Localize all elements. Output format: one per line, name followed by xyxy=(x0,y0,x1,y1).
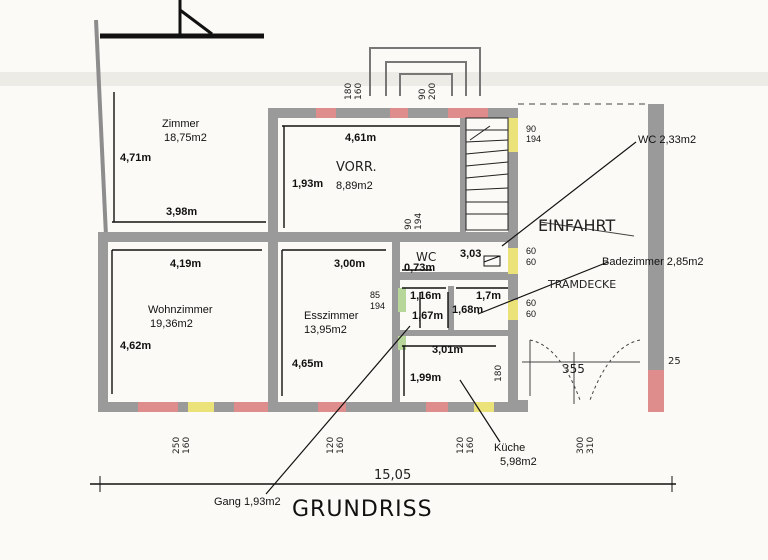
dim-zimmer-vertical: 4,71m xyxy=(120,152,152,164)
dim-wohnzimmer-horizontal: 4,19m xyxy=(170,258,202,270)
callout-gang: Gang 1,93m2 xyxy=(214,496,281,508)
callout-badezimmer: Badezimmer 2,85m2 xyxy=(602,256,704,268)
fixtures xyxy=(483,255,501,267)
dim-einfahrt-wall: 25 xyxy=(668,356,681,367)
room-area-zimmer: 18,75m2 xyxy=(164,132,207,144)
room-area-esszimmer: 13,95m2 xyxy=(304,324,347,336)
label-tramdecke: TRAMDECKE xyxy=(548,278,617,291)
driveway xyxy=(518,103,648,404)
room-name-wohnzimmer: Wohnzimmer xyxy=(148,304,213,316)
dim-esszimmer-vertical: 4,65m xyxy=(292,358,324,370)
dim-bad-a: 1,16m xyxy=(410,290,442,302)
callout-wc: WC 2,33m2 xyxy=(638,134,697,146)
dim-esszimmer-horizontal: 3,00m xyxy=(334,258,366,270)
dim-wc-b: 0,73m xyxy=(404,262,436,274)
dim-wohnzimmer-vertical: 4,62m xyxy=(120,340,152,352)
label-einfahrt: EINFAHRT xyxy=(538,216,616,235)
room-name-esszimmer: Esszimmer xyxy=(304,310,359,322)
room-name-wc: WC xyxy=(416,250,437,264)
room-name-zimmer: Zimmer xyxy=(162,118,200,130)
outer-wall-left-upper xyxy=(94,19,108,237)
dim-vorr-vertical: 1,93m xyxy=(292,178,324,190)
dimension-lines xyxy=(90,92,676,485)
room-area-vorr: 8,89m2 xyxy=(336,180,373,192)
overall-width: 15,05 xyxy=(374,468,412,483)
room-area-kueche: 5,98m2 xyxy=(500,456,537,468)
dim-bad-d: 1,7m xyxy=(476,290,502,302)
dim-kueche-horizontal: 3,01m xyxy=(432,344,464,356)
bottom-ticks xyxy=(99,476,673,492)
room-name-kueche: Küche xyxy=(494,442,526,454)
north-arrow-icon xyxy=(178,0,213,36)
staircase xyxy=(465,117,509,231)
dim-einfahrt-width: 355 xyxy=(562,362,585,376)
dim-bad-b: 1,67m xyxy=(412,310,444,322)
dim-kueche-vertical: 1,99m xyxy=(410,372,442,384)
opening-kueche-side: 180 xyxy=(494,364,504,382)
plan-title: GRUNDRISS xyxy=(292,497,433,522)
dim-vorr-horizontal: 4,61m xyxy=(345,132,377,144)
dim-wc-a: 3,03 xyxy=(460,248,482,260)
entrance-steps xyxy=(369,47,481,96)
dim-bad-c: 1,68m xyxy=(452,304,484,316)
room-area-wohnzimmer: 19,36m2 xyxy=(150,318,193,330)
paper-fold xyxy=(0,72,768,86)
room-name-vorr: VORR. xyxy=(336,160,377,175)
windows xyxy=(138,108,664,412)
dim-zimmer-horizontal: 3,98m xyxy=(166,206,198,218)
callout-lines xyxy=(265,141,637,495)
